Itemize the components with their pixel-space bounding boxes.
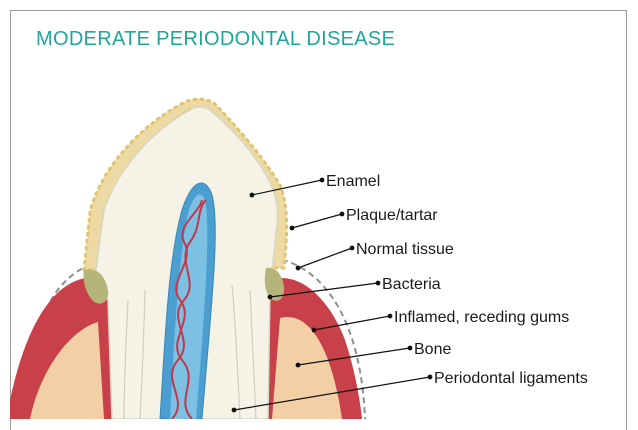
label-bacteria: Bacteria xyxy=(382,276,441,293)
label-enamel: Enamel xyxy=(326,173,380,190)
label-periodontal-ligaments: Periodontal ligaments xyxy=(434,370,588,387)
label-inflamed-gums: Inflamed, receding gums xyxy=(394,309,569,326)
label-bone: Bone xyxy=(414,341,451,358)
label-plaque-tartar: Plaque/tartar xyxy=(346,207,438,224)
tooth-diagram: Enamel Plaque/tartar Normal tissue Bacte… xyxy=(0,0,638,419)
label-normal-tissue: Normal tissue xyxy=(356,241,454,258)
